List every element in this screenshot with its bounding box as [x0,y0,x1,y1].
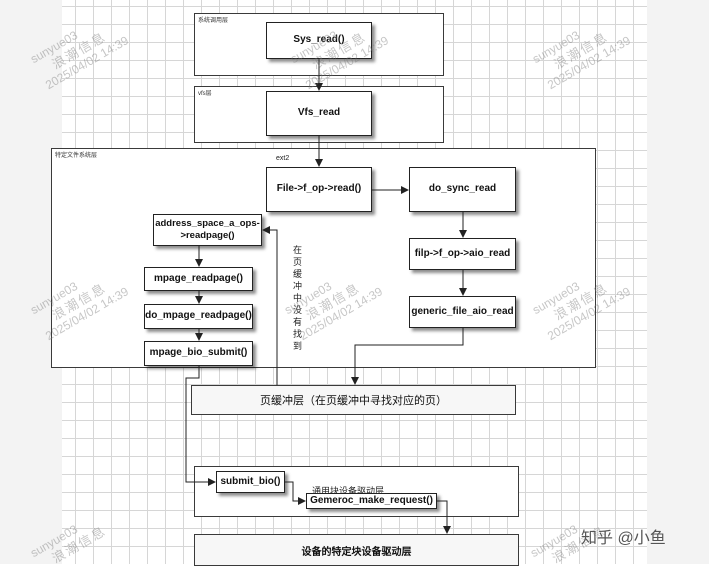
page-cache-layer: 页缓冲层（在页缓冲中寻找对应的页） [191,385,516,415]
arrow-generic-to-page-cache [351,328,464,385]
arrow-bio-submit-to-submit-bio [185,366,216,486]
sys-read-node: Sys_read() [266,22,372,59]
arrow-page-cache-to-aops [262,226,278,385]
generic-file-aio-read-node: generic_file_aio_read [409,296,516,328]
aops-readpage-node: address_space_a_ops->readpage() [153,214,262,246]
syscall-layer-label: 系统调用层 [198,18,229,24]
arrow-make-request-to-driver [437,500,451,534]
filp-aio-read-node: filp->f_op->aio_read [409,238,516,270]
make-request-node: Gemeroc_make_request() [306,493,437,509]
ext2-label: ext2 [276,155,290,162]
mpage-bio-submit-node: mpage_bio_submit() [144,341,253,366]
submit-bio-node: submit_bio() [216,471,285,493]
arrow-submit-bio-to-make-request [285,481,306,505]
do-mpage-readpage-node: do_mpage_readpage() [144,304,253,329]
file-op-read-node: File->f_op->read() [266,167,372,212]
do-sync-read-node: do_sync_read [409,167,516,212]
not-found-annotation: 在页缓冲中没有找到 [292,245,302,351]
vfs-layer-label: vfs层 [198,91,212,97]
device-driver-layer: 设备的特定块设备驱动层 [194,534,519,566]
vfs-read-node: Vfs_read [266,91,372,136]
mpage-readpage-node: mpage_readpage() [144,267,253,291]
zhihu-source-mark: 知乎 @小鱼 [581,530,666,547]
generic-block-layer-label: 通用块设备驱动层 [312,486,385,496]
fs-layer-label: 特定文件系统层 [55,153,98,159]
right-margin [647,0,709,564]
